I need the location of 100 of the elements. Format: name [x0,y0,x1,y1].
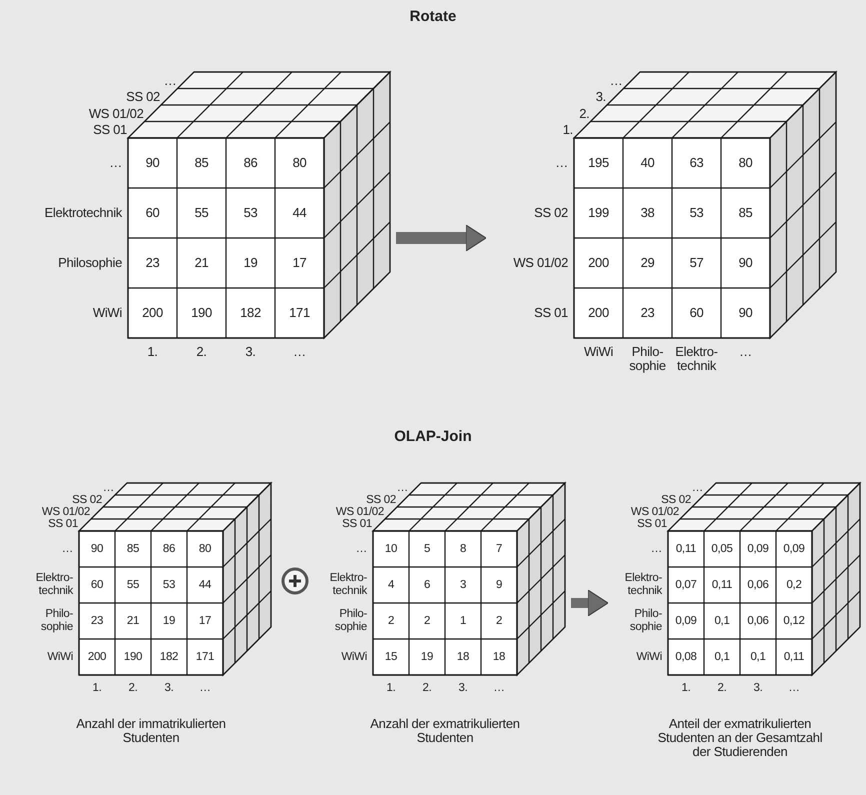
cell-value: 190 [191,306,212,320]
cell-value: 0,07 [675,578,697,592]
axis-label: Elektro- technik [34,571,73,599]
axis-label: Philo- sophie [628,345,667,374]
axis-label: … [610,74,622,88]
cell-value: 200 [588,306,609,320]
axis-label: 1. [147,345,158,360]
axis-label: … [356,542,367,557]
cell-value: 29 [640,256,654,270]
cube-caption: Anteil der exmatrikulierten Studenten an der Gesamtzahl der Studierenden [656,716,824,760]
cell-value: 85 [126,542,140,556]
axis-label: 1. [92,682,102,695]
cell-value: 90 [738,256,752,270]
axis-label: 2. [718,682,726,695]
axis-label: Philo- sophie [628,607,662,635]
cell-value: 17 [292,256,306,270]
axis-label: 3. [596,90,606,104]
cube-caption: Anzahl der immatrikulierten Studenten [75,716,227,746]
axis-label: … [293,345,306,360]
cell-value: 86 [162,542,176,556]
cell-value: 0,1 [750,650,766,664]
cell-value: 90 [738,306,752,320]
cell-value: 182 [240,306,261,320]
cell-value: 0,11 [712,578,732,592]
cell-value: 17 [198,614,212,628]
cell-value: 53 [690,206,704,220]
axis-label: SS 01 [342,518,372,530]
axis-label: SS 01 [637,518,667,530]
cell-value: 10 [384,542,398,556]
cell-value: 21 [126,614,140,628]
cell-value: 0,09 [783,542,805,556]
axis-label: 3. [754,682,762,695]
cell-value: 1 [460,614,466,628]
cell-value: 85 [738,206,752,220]
axis-label: Elektrotechnik [44,204,122,222]
axis-label: WS 01/02 [630,506,679,518]
cell-value: 0,2 [786,578,802,592]
arrow [396,224,486,252]
cell-value: 23 [146,256,160,270]
axis-label: … [739,345,752,360]
axis-label: WiWi [636,650,662,665]
axis-label: SS 01 [534,304,568,322]
axis-label: SS 02 [661,494,691,506]
axis-label: … [692,482,703,494]
axis-label: WiWi [341,650,367,665]
cell-value: 0,08 [675,650,697,664]
cell-value: 2 [388,614,394,628]
cell-value: 200 [88,650,106,664]
axis-label: … [102,482,114,494]
cell-value: 55 [194,206,208,220]
cube-caption: Anzahl der exmatrikulierten Studenten [369,716,521,746]
arrow [571,590,608,616]
axis-label: … [62,542,73,557]
cell-value: 5 [424,542,430,556]
cell-value: 182 [160,650,178,664]
cell-value: 57 [690,256,704,270]
cell-value: 55 [126,578,140,592]
cell-value: 200 [142,306,163,320]
cell-value: 23 [640,306,654,320]
axis-label: … [493,682,505,695]
axis-label: Elektro- technik [674,345,719,374]
cell-value: 199 [588,206,609,220]
cell-value: 90 [146,156,160,170]
axis-label: … [396,482,408,494]
cell-value: 0,1 [714,614,730,628]
axis-label: SS 01 [93,123,127,138]
cell-value: 18 [456,650,470,664]
cell-value: 171 [289,306,310,320]
axis-label: Philosophie [58,254,122,272]
cell-value: 4 [388,578,394,592]
axis-label: WS 01/02 [88,106,144,121]
cell-value: 0,09 [675,614,697,628]
section-heading: Rotate [410,8,456,25]
axis-label: … [199,682,211,695]
cell-value: 0,12 [783,614,805,628]
axis-label: 3. [458,682,468,695]
cell-value: 60 [146,206,160,220]
cell-value: 80 [738,156,752,170]
cell-value: 60 [690,306,704,320]
cell-value: 0,06 [747,578,769,592]
cell-value: 200 [588,256,609,270]
cell-value: 53 [244,206,258,220]
cell-value: 0,05 [711,542,733,556]
cell-value: 3 [460,578,466,592]
cell-value: 23 [90,614,104,628]
cell-value: 60 [90,578,104,592]
cell-value: 7 [496,542,502,556]
cell-value: 171 [196,650,214,664]
axis-label: WiWi [584,345,614,360]
axis-label: SS 02 [126,90,160,104]
axis-label: Elektro- technik [624,571,662,599]
cell-value: 2 [496,614,502,628]
axis-label: 2. [422,682,432,695]
cell-value: 2 [424,614,430,628]
axis-label: Philo- sophie [334,607,367,635]
cell-value: 63 [690,156,704,170]
axis-label: WS 01/02 [513,254,568,272]
axis-label: … [788,682,800,695]
cell-value: 8 [460,542,466,556]
cell-value: 6 [424,578,430,592]
